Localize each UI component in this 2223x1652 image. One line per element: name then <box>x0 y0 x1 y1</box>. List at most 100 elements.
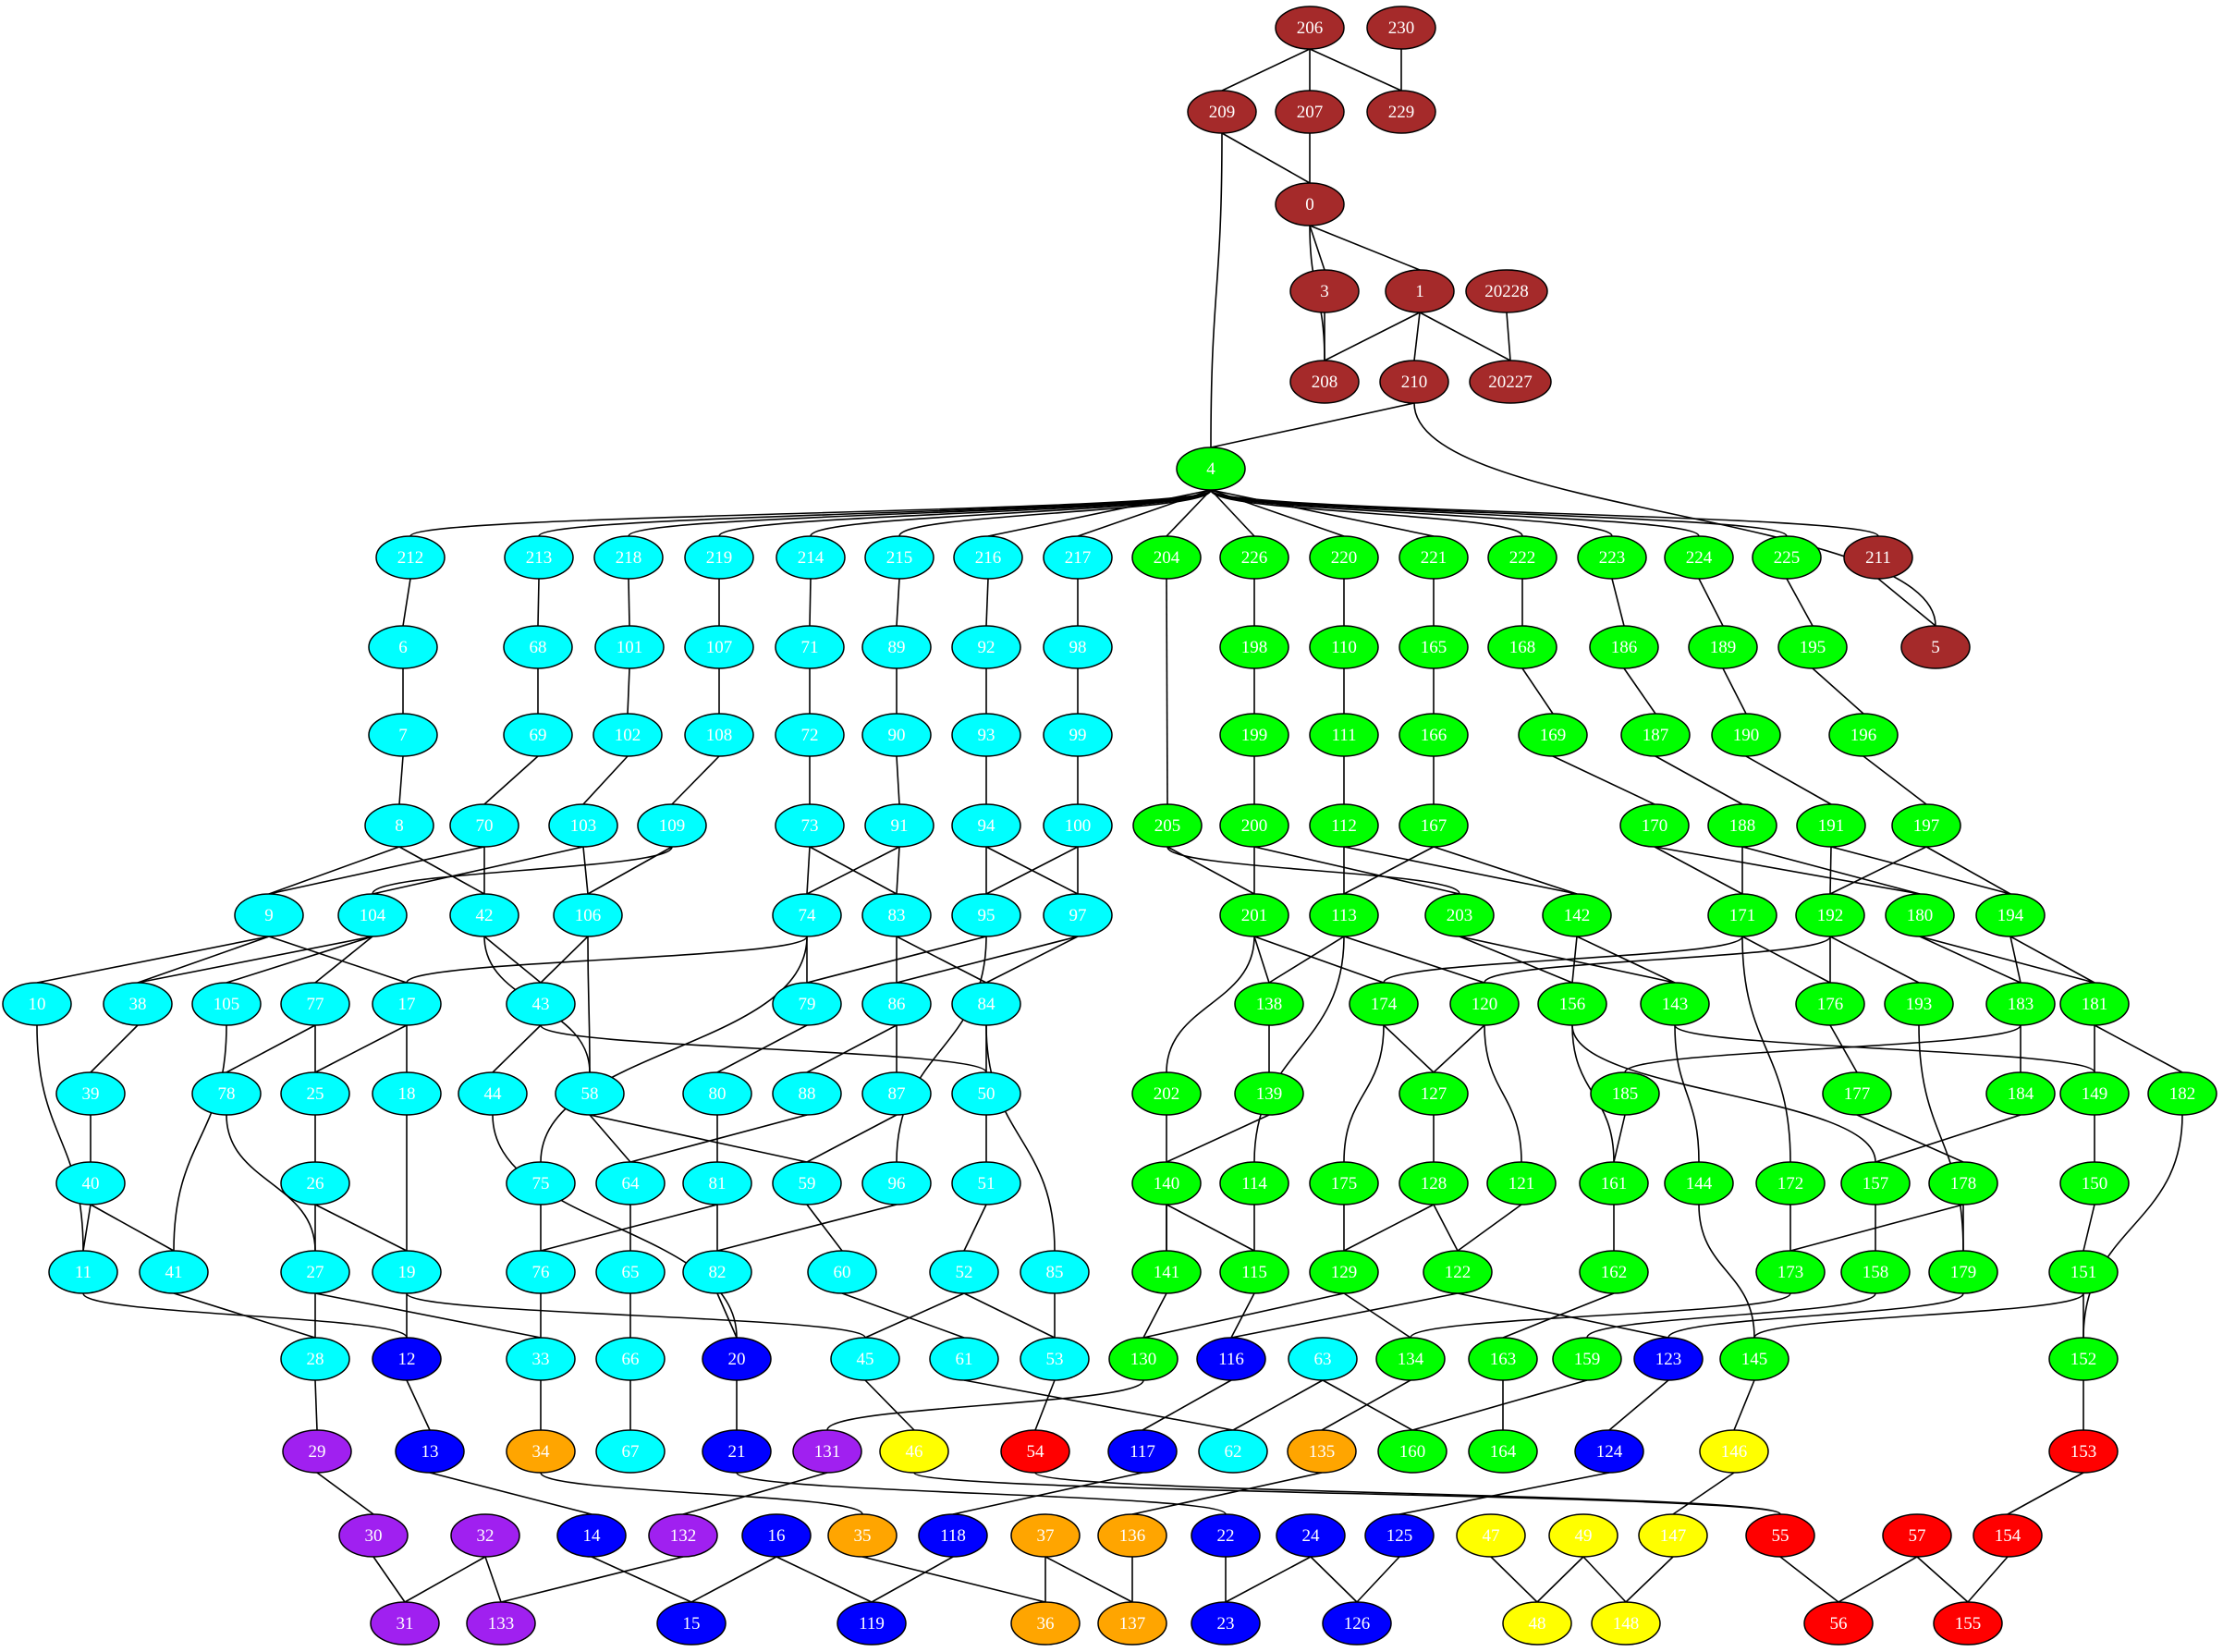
node-shape-76 <box>506 1250 576 1294</box>
node-shape-177 <box>1822 1071 1892 1116</box>
node-13: 13 <box>395 1429 465 1474</box>
node-100: 100 <box>1043 803 1113 848</box>
edge-104-77 <box>314 936 373 984</box>
node-169: 169 <box>1518 713 1588 757</box>
node-shape-6 <box>368 625 438 669</box>
node-shape-119 <box>837 1601 907 1646</box>
node-77: 77 <box>280 982 350 1026</box>
node-shape-97 <box>1043 893 1113 937</box>
edge-183-185 <box>1624 1024 2021 1073</box>
node-label-40: 40 <box>82 1174 100 1193</box>
node-label-215: 215 <box>886 548 913 568</box>
node-shape-206 <box>1275 6 1345 50</box>
node-shape-223 <box>1577 535 1647 580</box>
edge-142-156 <box>1571 936 1578 984</box>
edge-216-92 <box>985 578 989 627</box>
node-shape-48 <box>1502 1601 1572 1646</box>
node-label-116: 116 <box>1218 1350 1244 1369</box>
edge-171-172 <box>1741 936 1791 1163</box>
node-label-74: 74 <box>799 906 817 925</box>
node-label-111: 111 <box>1331 726 1356 745</box>
edge-21-22 <box>736 1472 1227 1515</box>
node-71: 71 <box>775 625 845 669</box>
node-label-3: 3 <box>1320 282 1329 301</box>
node-200: 200 <box>1219 803 1289 848</box>
node-152: 152 <box>2048 1337 2119 1381</box>
node-shape-93 <box>951 713 1021 757</box>
node-shape-195 <box>1777 625 1848 669</box>
node-shape-175 <box>1309 1161 1379 1205</box>
node-shape-176 <box>1795 982 1865 1026</box>
node-shape-70 <box>449 803 519 848</box>
edge-201-174 <box>1253 936 1385 984</box>
edge-4-222 <box>1210 489 1523 537</box>
node-148: 148 <box>1591 1601 1661 1646</box>
node-label-154: 154 <box>1995 1526 2021 1546</box>
node-label-172: 172 <box>1777 1174 1804 1193</box>
node-shape-58 <box>555 1071 625 1116</box>
node-132: 132 <box>648 1513 718 1558</box>
node-shape-160 <box>1377 1429 1447 1474</box>
node-shape-150 <box>2059 1161 2130 1205</box>
node-179: 179 <box>1928 1250 1998 1294</box>
edge-192-193 <box>1829 936 1920 984</box>
node-shape-4 <box>1176 447 1246 491</box>
node-label-132: 132 <box>670 1526 697 1546</box>
node-label-80: 80 <box>709 1084 727 1104</box>
edge-63-62 <box>1232 1379 1324 1431</box>
edge-194-181 <box>2009 936 2095 984</box>
node-label-91: 91 <box>891 816 909 836</box>
edge-4-215 <box>898 489 1212 537</box>
node-9: 9 <box>234 893 304 937</box>
node-label-105: 105 <box>214 995 240 1014</box>
node-215: 215 <box>864 535 934 580</box>
node-shape-143 <box>1640 982 1710 1026</box>
node-label-181: 181 <box>2082 995 2108 1014</box>
node-label-192: 192 <box>1817 906 1844 925</box>
edge-41-28 <box>173 1292 316 1339</box>
node-32: 32 <box>450 1513 520 1558</box>
edge-60-61 <box>841 1292 965 1339</box>
edge-108-109 <box>671 755 720 805</box>
node-56: 56 <box>1803 1601 1874 1646</box>
node-shape-148 <box>1591 1601 1661 1646</box>
edge-140-115 <box>1166 1204 1255 1252</box>
node-shape-62 <box>1198 1429 1268 1474</box>
node-shape-142 <box>1542 893 1612 937</box>
edge-28-29 <box>314 1379 318 1431</box>
node-label-95: 95 <box>978 906 995 925</box>
edge-101-102 <box>627 667 630 715</box>
node-118: 118 <box>918 1513 988 1558</box>
edge-211-5 <box>1877 578 1936 627</box>
node-172: 172 <box>1755 1161 1826 1205</box>
edge-4-226 <box>1210 489 1255 537</box>
node-label-41: 41 <box>165 1263 183 1282</box>
node-203: 203 <box>1424 893 1495 937</box>
node-label-184: 184 <box>2008 1084 2034 1104</box>
node-shape-130 <box>1108 1337 1179 1381</box>
edge-78-27 <box>226 1114 316 1252</box>
node-label-78: 78 <box>218 1084 236 1104</box>
node-187: 187 <box>1620 713 1691 757</box>
node-label-114: 114 <box>1241 1174 1267 1193</box>
node-87: 87 <box>861 1071 932 1116</box>
node-184: 184 <box>1985 1071 2056 1116</box>
node-153: 153 <box>2048 1429 2119 1474</box>
node-222: 222 <box>1487 535 1557 580</box>
edge-171-176 <box>1741 936 1831 984</box>
node-label-88: 88 <box>799 1084 816 1104</box>
node-label-75: 75 <box>532 1174 550 1193</box>
node-label-113: 113 <box>1331 906 1357 925</box>
node-61: 61 <box>929 1337 999 1381</box>
node-shape-27 <box>280 1250 350 1294</box>
node-shape-184 <box>1985 1071 2056 1116</box>
node-label-210: 210 <box>1401 373 1428 392</box>
node-27: 27 <box>280 1250 350 1294</box>
node-shape-117 <box>1107 1429 1178 1474</box>
node-175: 175 <box>1309 1161 1379 1205</box>
node-label-18: 18 <box>398 1084 416 1104</box>
node-shape-222 <box>1487 535 1557 580</box>
node-65: 65 <box>595 1250 666 1294</box>
node-shape-52 <box>929 1250 999 1294</box>
node-shape-8 <box>364 803 434 848</box>
